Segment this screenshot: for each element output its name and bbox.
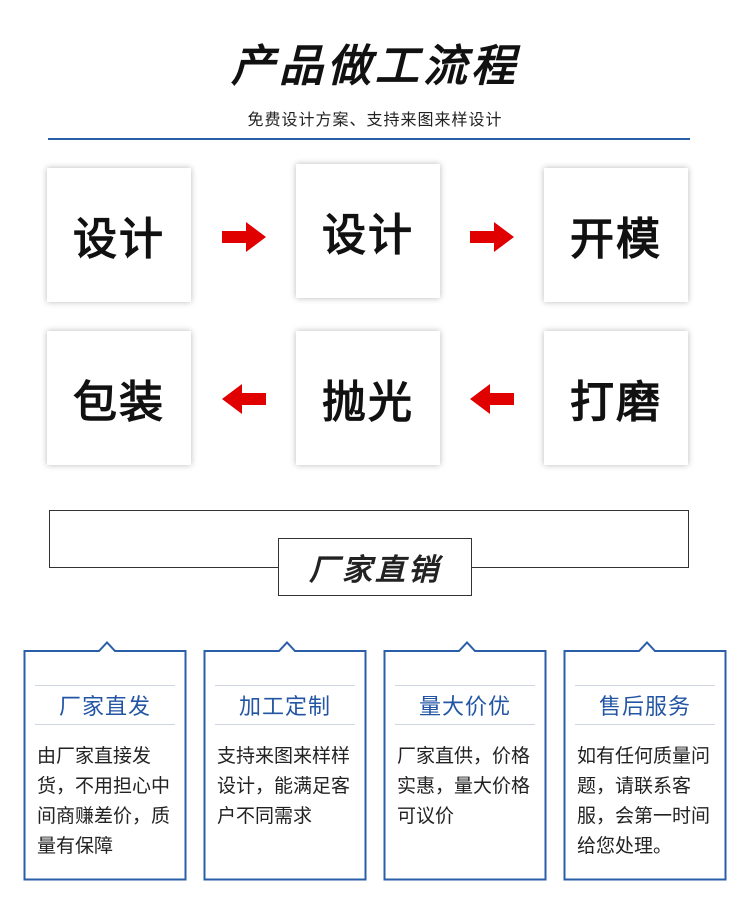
card-frame bbox=[23, 641, 187, 881]
card-title: 量大价优 bbox=[395, 685, 535, 725]
card-frame bbox=[563, 641, 727, 881]
page-subtitle: 免费设计方案、支持来图来样设计 bbox=[247, 110, 503, 129]
card-text: 支持来图来样样设计，能满足客户不同需求 bbox=[217, 745, 351, 827]
arrow-left-icon bbox=[470, 384, 514, 414]
card-frame bbox=[203, 641, 367, 881]
arrow-left-icon bbox=[222, 384, 266, 414]
feature-card-direct: 厂家直发 由厂家直接发货，不用担心中间商赚差价，质量有保障 bbox=[23, 641, 187, 881]
arrow-right-icon bbox=[222, 222, 266, 252]
feature-card-service: 售后服务 如有任何质量问题，请联系客服，会第一时间给您处理。 bbox=[563, 641, 727, 881]
card-text: 如有任何质量问题，请联系客服，会第一时间给您处理。 bbox=[577, 745, 711, 857]
card-title: 售后服务 bbox=[575, 685, 715, 725]
arrow-right-icon bbox=[470, 222, 514, 252]
divider bbox=[48, 138, 690, 140]
page-title: 产品做工流程 bbox=[231, 41, 519, 92]
card-title: 厂家直发 bbox=[35, 685, 175, 725]
banner-label: 厂家直销 bbox=[278, 538, 472, 596]
card-text: 厂家直供，价格实惠，量大价格可议价 bbox=[397, 745, 531, 827]
step-polish: 抛光 bbox=[296, 331, 440, 465]
step-design-1: 设计 bbox=[47, 168, 191, 302]
step-grind: 打磨 bbox=[544, 331, 688, 465]
card-frame bbox=[383, 641, 547, 881]
card-text: 由厂家直接发货，不用担心中间商赚差价，质量有保障 bbox=[37, 745, 171, 857]
card-title: 加工定制 bbox=[215, 685, 355, 725]
step-design-2: 设计 bbox=[296, 164, 440, 298]
feature-card-price: 量大价优 厂家直供，价格实惠，量大价格可议价 bbox=[383, 641, 547, 881]
step-mold: 开模 bbox=[544, 168, 688, 302]
step-package: 包装 bbox=[47, 331, 191, 465]
feature-card-custom: 加工定制 支持来图来样样设计，能满足客户不同需求 bbox=[203, 641, 367, 881]
